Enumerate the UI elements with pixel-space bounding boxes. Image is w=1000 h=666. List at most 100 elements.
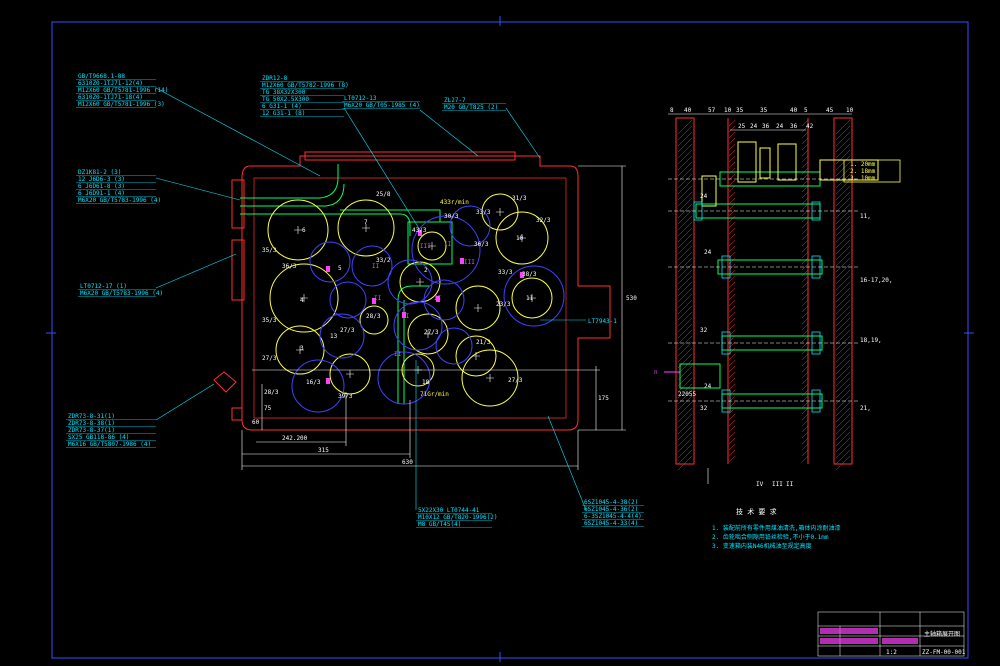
title-block-name: 主轴箱展开图 xyxy=(924,630,960,638)
technical-notes: 技 术 要 求 1. 装配前所有零件用煤油清洗,箱体内涂耐油漆 2. 齿轮啮合侧… xyxy=(712,507,840,550)
callout-line: ZDR73-8-37(1) xyxy=(68,427,115,434)
callout-line: 6SZ1045-4-36(2) xyxy=(584,506,638,513)
housing-outline xyxy=(241,155,611,431)
leaders xyxy=(155,87,587,511)
gear-label: 38/3 xyxy=(522,271,537,278)
gear-label: 4 xyxy=(300,297,304,304)
note-item: 1. 装配前所有零件用煤油清洗,箱体内涂耐油漆 xyxy=(712,524,840,532)
gear-label: 11 xyxy=(526,295,534,302)
callout-line: M8 GB/T45(4) xyxy=(418,521,461,528)
gear-label: 2 xyxy=(424,267,428,274)
section-roman: II xyxy=(786,481,794,488)
hatch xyxy=(677,119,693,471)
gear xyxy=(275,325,325,375)
gear xyxy=(407,313,449,355)
gear xyxy=(309,241,351,283)
callout-line: TG 50X2.5X300 xyxy=(262,96,309,103)
roman-mark: II xyxy=(434,295,442,302)
notes-title: 技 术 要 求 xyxy=(736,507,777,516)
section-bearings xyxy=(693,201,821,413)
section-dim-sub-value: 42 xyxy=(806,123,814,130)
callout-line: 6SZ1045-4-33(4) xyxy=(584,520,638,527)
section-side-label: 18,19, xyxy=(860,337,882,344)
oil-pipe-upper xyxy=(240,164,339,199)
callout-line: GB/T9668.1-88 xyxy=(78,73,125,80)
speed-label: 433r/min xyxy=(440,199,469,206)
leader xyxy=(547,415,587,511)
section-shaft-dim: 24 xyxy=(700,193,708,200)
hatching-mid xyxy=(728,119,809,463)
gear xyxy=(377,351,431,405)
shaft-marker xyxy=(372,298,376,304)
gear xyxy=(455,335,497,377)
shaft-marker xyxy=(402,312,406,318)
outer-frame xyxy=(51,21,969,659)
section-dim-top-value: 57 xyxy=(708,107,716,114)
section-roman: III xyxy=(772,481,783,488)
section-shaft-dim: 24 xyxy=(704,249,712,256)
leader xyxy=(343,107,421,231)
section-dim-top-value: 35 xyxy=(736,107,744,114)
callout-line: M12X60 GB/T5782-1996 (8) xyxy=(262,82,349,89)
gear xyxy=(449,205,491,247)
motor-label: n xyxy=(654,369,658,376)
gear-label: 35/3 xyxy=(262,317,277,324)
title-block-frame xyxy=(817,611,965,657)
gear-label: 21/3 xyxy=(476,339,491,346)
gear xyxy=(411,215,481,285)
shaft-marker xyxy=(460,258,464,264)
section-shaft-dim: 24 xyxy=(704,383,712,390)
gear-label: 28/3 xyxy=(366,313,381,320)
section-dim-sub-value: 25 xyxy=(738,123,746,130)
callout-line: ZL27-7 xyxy=(444,97,466,104)
shaft-marker xyxy=(520,272,524,278)
roman-mark: II xyxy=(374,295,382,302)
section-shaft xyxy=(679,363,721,389)
section-dim-top-value: 35 xyxy=(760,107,768,114)
gear xyxy=(291,359,345,413)
gear xyxy=(417,231,447,261)
gear xyxy=(351,245,393,287)
gear-label: 43/3 xyxy=(412,227,427,234)
gear-label: 7 xyxy=(364,219,368,226)
gear xyxy=(387,259,433,305)
gear-label: 28/3 xyxy=(264,389,279,396)
gear xyxy=(455,285,501,331)
gear-label: 18 xyxy=(422,379,430,386)
callout-line: ZDR73-8-31(1) xyxy=(68,413,115,420)
callout-line: M6X20 GB/T05-1985 (4) xyxy=(344,102,420,109)
section-callout-line: 2. 18mm xyxy=(850,168,876,175)
gears-blue xyxy=(291,205,565,413)
section-wall-left xyxy=(675,117,695,465)
gear xyxy=(267,199,329,261)
gear-label: 33/3 xyxy=(498,269,513,276)
leader xyxy=(155,177,241,201)
callout-line: 6 J6D91-1 (4) xyxy=(78,190,125,197)
right-ref-label: LT7943-1 xyxy=(588,318,617,325)
title-block-cell xyxy=(882,638,918,644)
roman-mark: II xyxy=(394,351,402,358)
note-item: 2. 齿轮啮合侧隙用铅丝检验,不小于0.1mm xyxy=(712,533,829,541)
dim-width-inner: 242.200 xyxy=(282,435,308,442)
section-dim-top-value: 5 xyxy=(804,107,808,114)
gear xyxy=(329,281,367,319)
dim-width-mid: 315 xyxy=(318,447,329,454)
title-block-number: ZZ-FM-00-001 xyxy=(922,649,966,656)
title-block-scale: 1:2 xyxy=(886,649,897,656)
gear-label: 6 xyxy=(302,227,306,234)
gear-label: 33/2 xyxy=(376,257,391,264)
callout-line: 12 J6D6-3 (3) xyxy=(78,176,125,183)
callout-line: 6 J6D61-8 (3) xyxy=(78,183,125,190)
callout-line: TG 38X32X300 xyxy=(262,89,306,96)
housing-inner xyxy=(253,177,567,419)
section-side-label: 21, xyxy=(860,405,871,412)
section-roman: IV xyxy=(756,481,764,488)
section-dim-top-value: 10 xyxy=(724,107,732,114)
title-block-fill xyxy=(820,628,918,644)
